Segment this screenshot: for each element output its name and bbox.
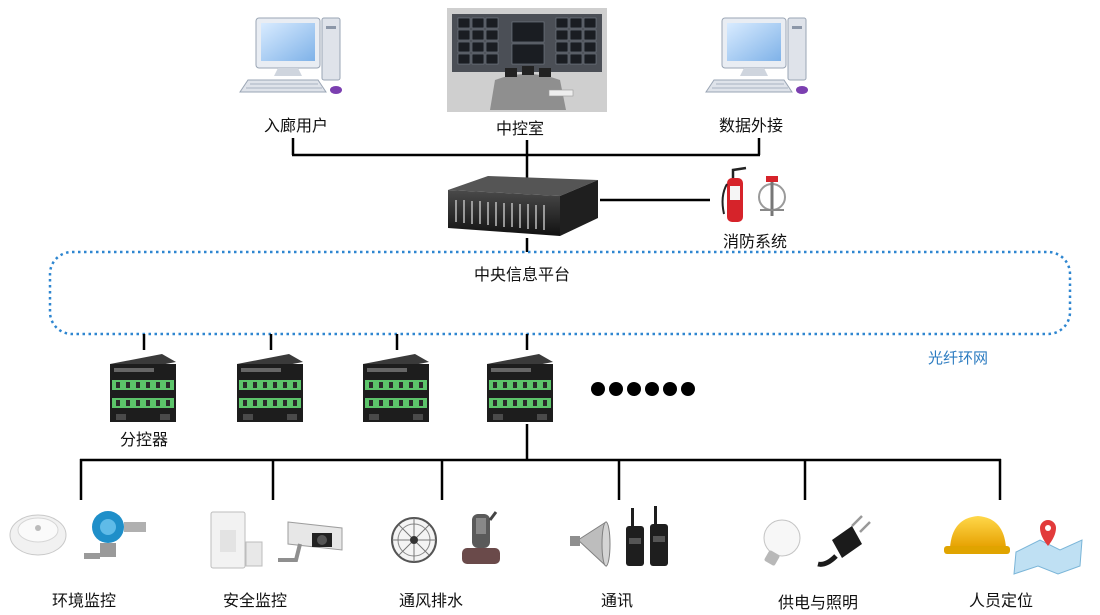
- subsystem-label: 通风排水: [398, 593, 464, 610]
- subsystem-label: 环境监控: [51, 593, 117, 610]
- server-icon: [448, 176, 598, 236]
- central-platform-label: 中央信息平台: [473, 267, 571, 284]
- power-plug-icon: [817, 515, 871, 567]
- controller-label: 分控器: [119, 432, 169, 449]
- controller-3-icon: [363, 354, 429, 422]
- speaker-horn-icon: [570, 521, 611, 568]
- safety-helmet-icon: [944, 516, 1010, 554]
- gas-detector-icon: [84, 511, 146, 559]
- more-controllers-dots: [591, 382, 695, 396]
- light-bulb-icon: [763, 519, 801, 566]
- bottom-bus-line: [79, 424, 1002, 500]
- water-pump-icon: [462, 511, 500, 564]
- control-room-icon: [447, 8, 607, 112]
- top-bus-line: [291, 138, 761, 252]
- sprinkler-icon: [758, 176, 786, 216]
- walkie-talkie-icon: [626, 506, 668, 566]
- fan-icon: [391, 517, 437, 563]
- control-room-label: 中控室: [495, 121, 545, 138]
- fiber-ring: [48, 250, 1072, 336]
- door-sensor-icon: [210, 511, 263, 569]
- location-pin-map-icon: [1013, 520, 1083, 575]
- external-data-label: 数据外接: [718, 118, 784, 135]
- controller-1-icon: [110, 354, 176, 422]
- controller-links: [142, 334, 529, 350]
- subsystem-label: 供电与照明: [777, 595, 859, 612]
- corridor-user-label: 入廊用户: [263, 118, 329, 135]
- subsystem-label: 人员定位: [968, 593, 1034, 610]
- subsystem-label: 安全监控: [222, 593, 288, 610]
- external-data-computer-icon: [705, 17, 809, 95]
- fire-system-label: 消防系统: [722, 234, 788, 251]
- controller-4-icon: [487, 354, 553, 422]
- subsystem-label: 通讯: [600, 593, 634, 610]
- security-camera-icon: [278, 521, 343, 562]
- corridor-user-computer-icon: [239, 17, 343, 95]
- controller-2-icon: [237, 354, 303, 422]
- fire-extinguisher-icon: [721, 166, 747, 222]
- smoke-detector-icon: [9, 514, 67, 556]
- fiber-ring-label: 光纤环网: [927, 350, 989, 367]
